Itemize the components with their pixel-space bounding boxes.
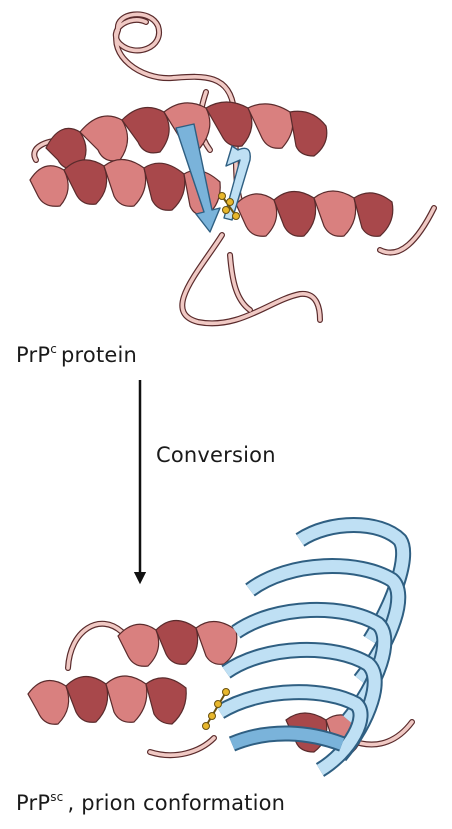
prpc-label-prefix: PrP <box>16 343 50 367</box>
prpc-label-sup: c <box>50 342 57 356</box>
prpc-protein-structure <box>30 14 434 323</box>
prpsc-label-sup: sc <box>50 790 63 804</box>
beta-rung-6 <box>232 733 342 744</box>
prpsc-label-suffix: , prion conformation <box>67 791 285 815</box>
prpc-label-suffix: protein <box>61 343 137 367</box>
prpc-helix-3 <box>236 191 393 236</box>
prpc-label: PrPc protein <box>16 342 137 367</box>
conversion-label: Conversion <box>156 443 276 467</box>
prpsc-helix-2 <box>28 676 186 724</box>
prpsc-helix-1 <box>118 620 237 666</box>
prpsc-label: PrPsc , prion conformation <box>16 790 285 815</box>
prpsc-protein-structure <box>28 525 412 770</box>
prpsc-beta-helix <box>220 525 403 770</box>
prpsc-label-prefix: PrP <box>16 791 50 815</box>
